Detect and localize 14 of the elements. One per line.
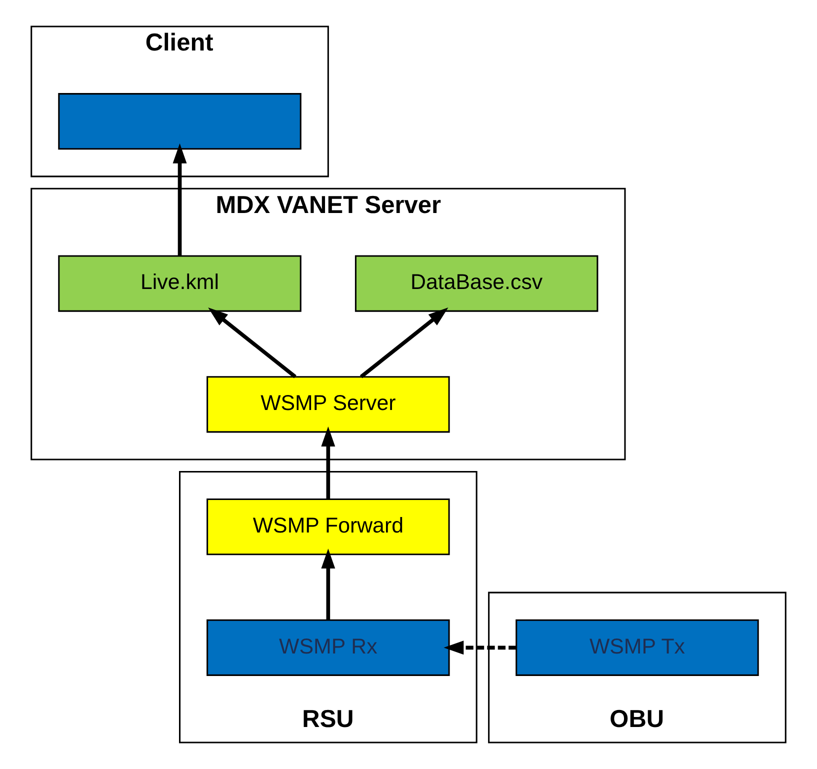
node-box: WSMP Forward <box>206 498 450 556</box>
arrow <box>172 143 187 256</box>
arrow <box>321 426 336 499</box>
arrow <box>208 308 296 378</box>
cluster: Client <box>30 26 329 178</box>
arrow <box>360 308 448 378</box>
node-box: WSMP Rx <box>206 619 450 676</box>
node-box: DataBase.csv <box>354 255 598 312</box>
node-box: WSMP Server <box>206 376 450 433</box>
node-box: Live.kml <box>58 255 302 312</box>
arrow <box>321 548 336 620</box>
node-box <box>58 93 302 150</box>
node-box: WSMP Tx <box>516 619 759 676</box>
arrow <box>444 640 516 655</box>
